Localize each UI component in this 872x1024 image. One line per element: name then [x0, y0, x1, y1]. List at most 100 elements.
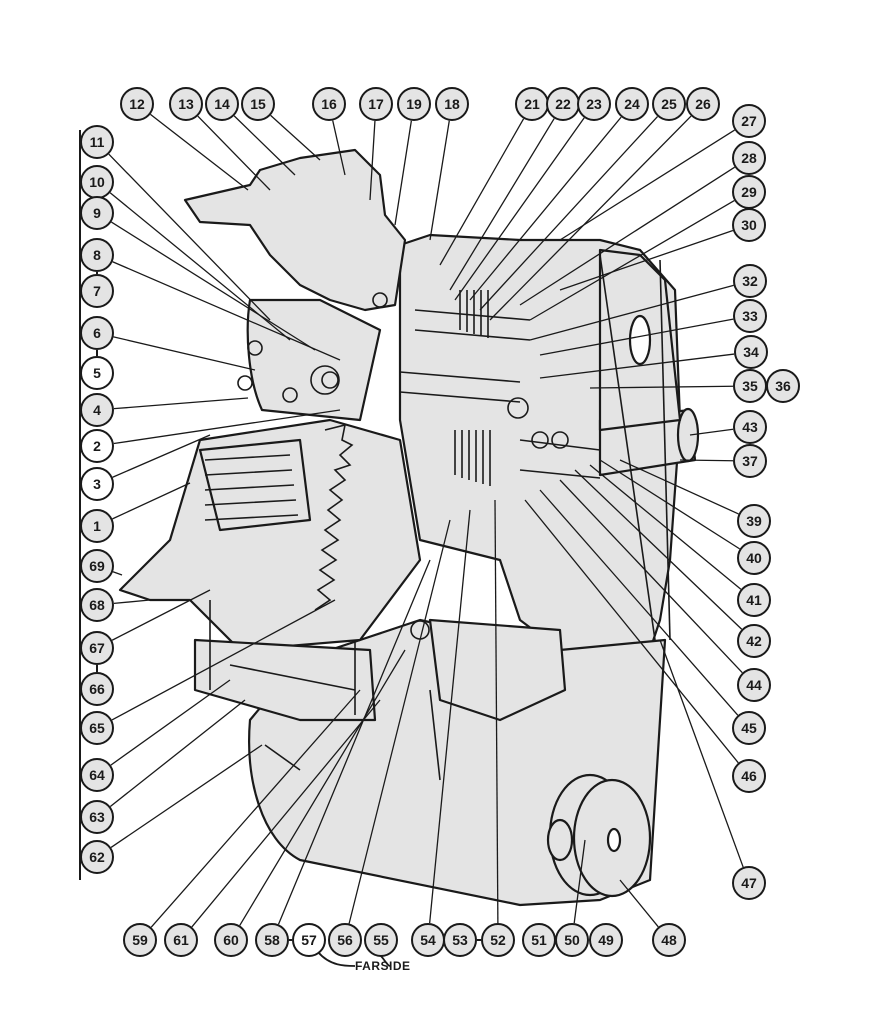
callout-8: 8 [80, 238, 114, 272]
callout-55: 55 [364, 923, 398, 957]
leader-line-65 [111, 599, 336, 721]
leader-line-46 [524, 499, 739, 764]
callout-41: 41 [737, 583, 771, 617]
callout-6: 6 [80, 316, 114, 350]
callout-42: 42 [737, 624, 771, 658]
callout-26: 26 [686, 87, 720, 121]
callout-63: 63 [80, 800, 114, 834]
callout-67: 67 [80, 631, 114, 665]
callout-64: 64 [80, 758, 114, 792]
leader-line-68 [113, 599, 151, 605]
callout-10: 10 [80, 165, 114, 199]
leader-line-62 [110, 744, 263, 848]
callout-46: 46 [732, 759, 766, 793]
callout-33: 33 [733, 299, 767, 333]
callout-53: 53 [443, 923, 477, 957]
leader-line-24 [469, 116, 622, 301]
leader-line-58 [277, 559, 431, 925]
callout-17: 17 [359, 87, 393, 121]
leader-line-56 [348, 519, 451, 924]
leader-line-52 [494, 499, 499, 924]
callout-37: 37 [733, 444, 767, 478]
callout-21: 21 [515, 87, 549, 121]
callout-11: 11 [80, 125, 114, 159]
callout-15: 15 [241, 87, 275, 121]
callout-43: 43 [733, 410, 767, 444]
leader-line-67 [111, 589, 211, 641]
leader-line-3 [112, 434, 211, 478]
callout-27: 27 [732, 104, 766, 138]
callout-19: 19 [397, 87, 431, 121]
leader-line-16 [332, 120, 346, 176]
callout-32: 32 [733, 264, 767, 298]
callout-28: 28 [732, 141, 766, 175]
callout-60: 60 [214, 923, 248, 957]
callout-56: 56 [328, 923, 362, 957]
leader-line-40 [599, 459, 741, 550]
leader-line-9 [111, 221, 316, 351]
leader-line-44 [559, 479, 743, 674]
leader-line-54 [429, 509, 471, 924]
leader-line-33 [539, 318, 734, 356]
leader-line-69 [112, 571, 123, 576]
callout-2: 2 [80, 429, 114, 463]
leader-line-21 [439, 118, 525, 266]
leader-line-27 [559, 129, 735, 241]
leader-line-30 [559, 229, 734, 291]
leader-line-23 [454, 117, 585, 301]
leader-line-42 [574, 469, 743, 630]
callout-18: 18 [435, 87, 469, 121]
leader-line-14 [233, 115, 296, 176]
leader-line-8 [112, 261, 341, 361]
leader-line-25 [479, 116, 658, 311]
leader-line-50 [573, 839, 586, 924]
callout-5: 5 [80, 356, 114, 390]
callout-61: 61 [164, 923, 198, 957]
callout-57: 57 [292, 923, 326, 957]
callout-40: 40 [737, 541, 771, 575]
leader-line-17 [369, 120, 376, 201]
callout-69: 69 [80, 549, 114, 583]
callout-13: 13 [169, 87, 203, 121]
leader-line-11 [108, 153, 271, 321]
callout-47: 47 [732, 866, 766, 900]
callout-25: 25 [652, 87, 686, 121]
callout-1: 1 [80, 509, 114, 543]
callout-54: 54 [411, 923, 445, 957]
callout-44: 44 [737, 668, 771, 702]
callout-62: 62 [80, 840, 114, 874]
leader-line-32 [529, 284, 734, 341]
callout-16: 16 [312, 87, 346, 121]
leader-line-18 [429, 120, 450, 241]
callout-66: 66 [80, 672, 114, 706]
callout-9: 9 [80, 196, 114, 230]
leader-line-2 [113, 409, 341, 445]
leader-line-4 [113, 397, 249, 410]
callout-52: 52 [481, 923, 515, 957]
callout-68: 68 [80, 588, 114, 622]
callout-36: 36 [766, 369, 800, 403]
leader-line-28 [519, 166, 736, 306]
callout-leader-lines [108, 113, 744, 928]
callout-39: 39 [737, 504, 771, 538]
callout-14: 14 [205, 87, 239, 121]
leader-line-37 [679, 459, 734, 462]
leader-line-47 [659, 639, 744, 868]
leader-line-1 [112, 482, 191, 520]
leader-line-6 [113, 336, 256, 371]
leader-line-22 [449, 118, 555, 291]
leader-line-64 [110, 679, 231, 766]
internal-detail-lines [204, 254, 671, 781]
callout-23: 23 [577, 87, 611, 121]
leader-line-61 [191, 699, 381, 928]
farside-bracket-line [317, 951, 391, 967]
leader-line-59 [150, 689, 361, 928]
leader-line-63 [109, 699, 246, 807]
callout-34: 34 [734, 335, 768, 369]
callout-29: 29 [732, 175, 766, 209]
callout-65: 65 [80, 711, 114, 745]
leader-line-15 [270, 114, 321, 161]
leader-line-29 [529, 200, 735, 321]
callout-7: 7 [80, 274, 114, 308]
leader-line-45 [539, 489, 739, 716]
